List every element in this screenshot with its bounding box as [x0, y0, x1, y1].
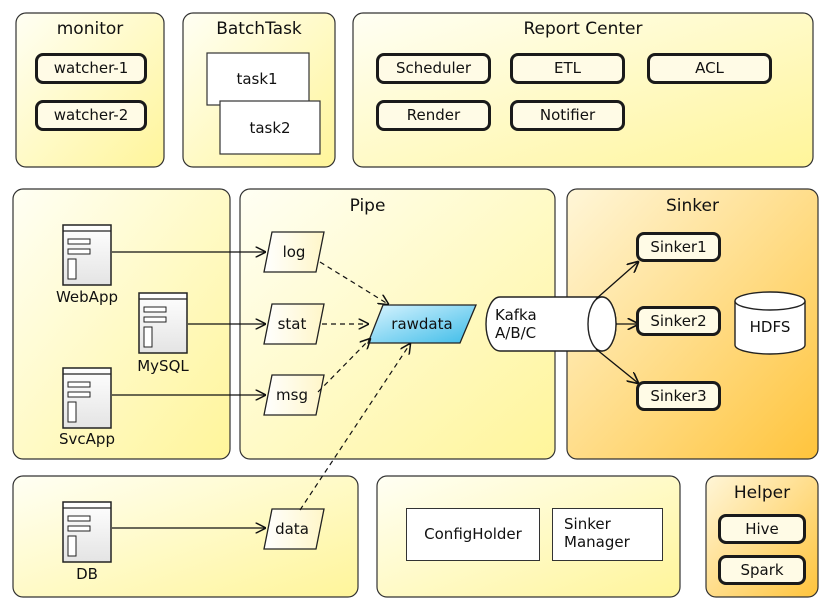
- notifier-label: Notifier: [539, 106, 596, 124]
- kafka-label: Kafka A/B/C: [495, 306, 537, 342]
- task1-box: [206, 52, 310, 106]
- msg-to-rawdata-arrow: [317, 339, 370, 393]
- sinker1-label: Sinker1: [650, 238, 707, 256]
- log-label: log: [282, 243, 306, 261]
- sinker1-box: Sinker1: [636, 232, 721, 262]
- watcher-1-box: watcher-1: [35, 53, 147, 84]
- sinker2-box: Sinker2: [636, 306, 721, 336]
- sinker3-label: Sinker3: [650, 387, 707, 405]
- log-to-rawdata-arrow: [319, 261, 388, 304]
- batchtask-title: BatchTask: [216, 19, 302, 39]
- msg-label: msg: [276, 386, 308, 404]
- hive-box: Hive: [718, 514, 806, 544]
- stat-shape: [263, 303, 325, 345]
- scheduler-label: Scheduler: [395, 59, 472, 77]
- data-to-rawdata-arrow: [299, 344, 410, 511]
- helper-title: Helper: [733, 483, 791, 503]
- db-server-icon: [62, 501, 112, 563]
- rawdata-shape: [367, 304, 477, 344]
- mysql-label: MySQL: [137, 357, 189, 375]
- log-shape: [263, 231, 325, 273]
- sinker-title: Sinker: [666, 196, 719, 216]
- hdfs-cylinder: [734, 291, 806, 355]
- sinker2-label: Sinker2: [650, 312, 707, 330]
- acl-label: ACL: [695, 59, 724, 77]
- kafka-cylinder: [485, 296, 617, 352]
- monitor-title: monitor: [56, 19, 124, 39]
- etl-box: ETL: [510, 53, 625, 84]
- data-label: data: [275, 520, 309, 538]
- spark-box: Spark: [718, 555, 806, 585]
- hdfs-label: HDFS: [749, 318, 791, 336]
- task2-box: [219, 100, 321, 155]
- kafka-to-sinker1-arrow: [595, 262, 638, 300]
- svcapp-server-icon: [62, 367, 112, 429]
- rawdata-label: rawdata: [391, 315, 453, 333]
- watcher-2-box: watcher-2: [35, 100, 147, 131]
- acl-box: ACL: [647, 53, 772, 84]
- webapp-server-icon: [62, 224, 112, 286]
- webapp-label: WebApp: [55, 288, 118, 306]
- task2-label: task2: [249, 119, 291, 137]
- pipe-title: Pipe: [349, 196, 386, 216]
- configholder-box: ConfigHolder: [406, 508, 540, 561]
- kafka-to-sinker3-arrow: [595, 348, 638, 383]
- watcher-1-label: watcher-1: [53, 59, 129, 77]
- scheduler-box: Scheduler: [376, 53, 491, 84]
- render-label: Render: [406, 106, 461, 124]
- task1-label: task1: [236, 70, 278, 88]
- watcher-2-label: watcher-2: [53, 106, 129, 124]
- notifier-box: Notifier: [510, 100, 625, 131]
- hive-label: Hive: [745, 520, 779, 538]
- stat-label: stat: [277, 315, 307, 333]
- msg-shape: [263, 374, 325, 416]
- data-shape: [263, 508, 325, 550]
- spark-label: Spark: [740, 561, 784, 579]
- render-box: Render: [376, 100, 491, 131]
- report-center-title: Report Center: [523, 19, 643, 39]
- etl-label: ETL: [554, 59, 581, 77]
- db-label: DB: [76, 565, 98, 583]
- sinker-manager-label: Sinker Manager: [564, 515, 630, 551]
- svcapp-label: SvcApp: [59, 430, 115, 448]
- mysql-server-icon: [138, 292, 188, 354]
- sinker3-box: Sinker3: [636, 381, 721, 411]
- sinker-manager-box: Sinker Manager: [552, 508, 663, 561]
- configholder-label: ConfigHolder: [424, 525, 522, 543]
